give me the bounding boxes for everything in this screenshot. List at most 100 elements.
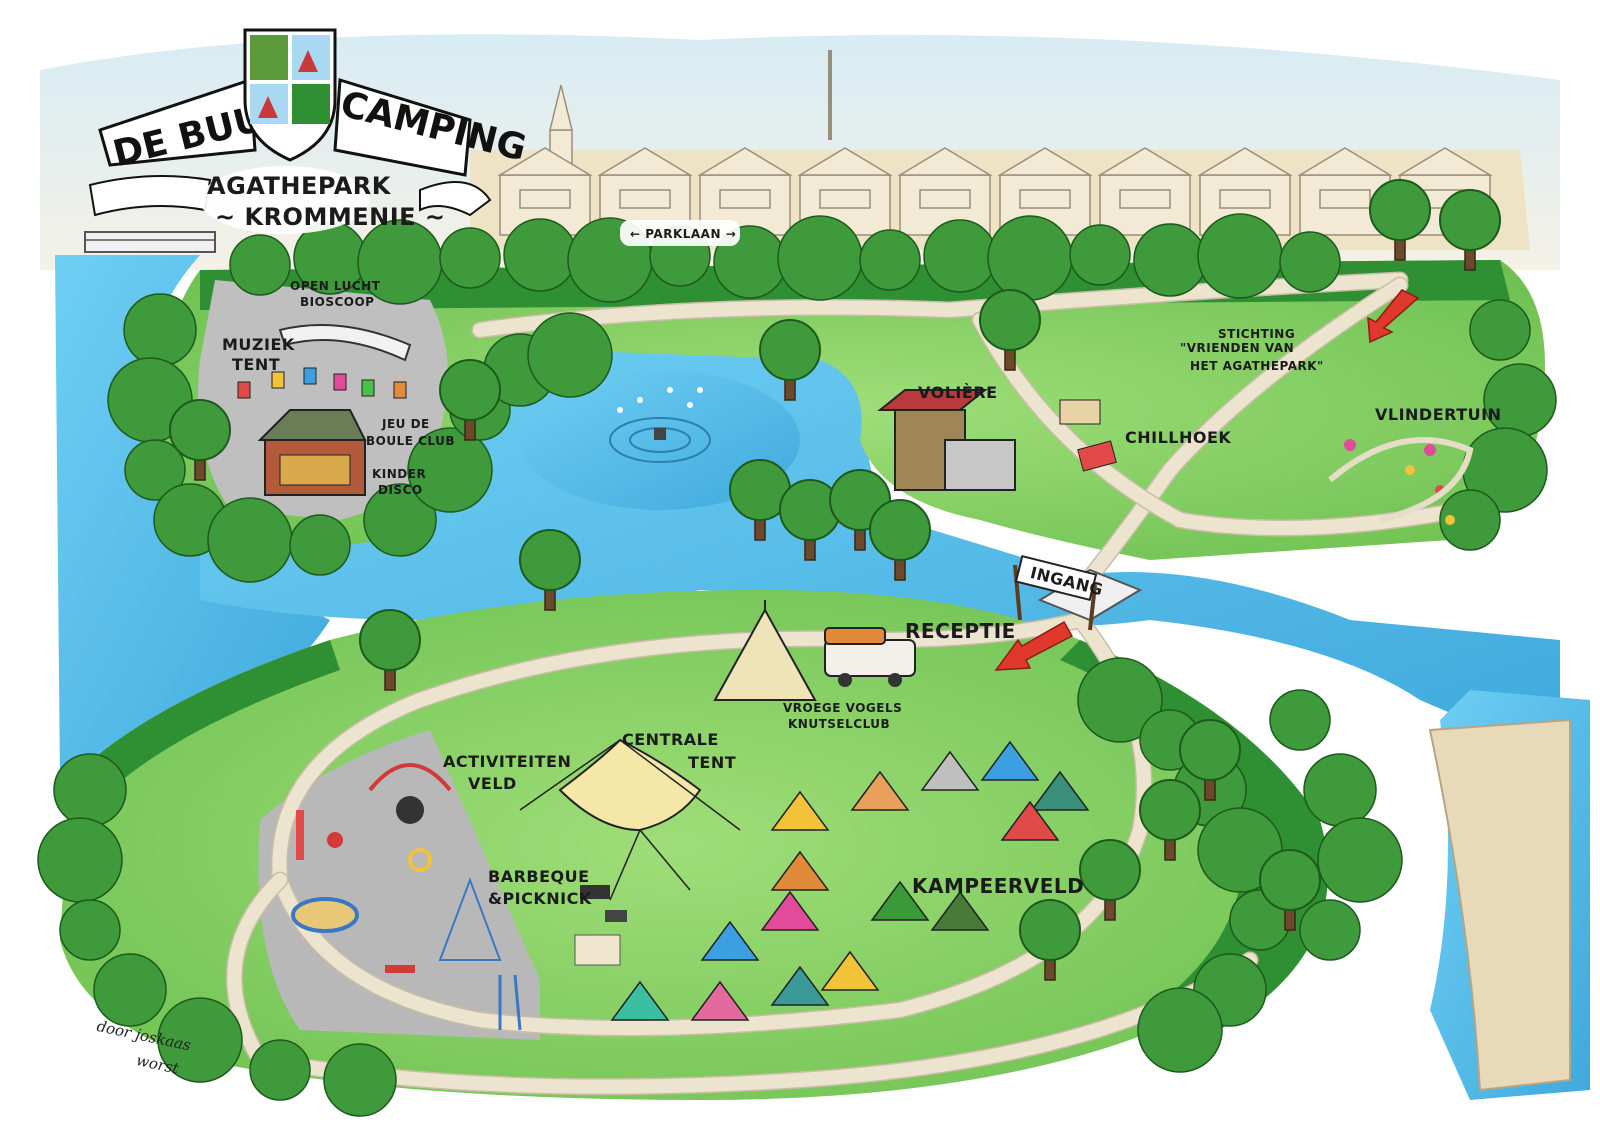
bush-icon [1137, 987, 1223, 1073]
vroege-vogels-label-line1: VROEGE VOGELS [783, 701, 902, 715]
music-tent-label-line1: MUZIEK [222, 335, 295, 354]
bush-icon [1483, 363, 1557, 437]
tent-icon [770, 850, 830, 891]
tent-icon [920, 750, 980, 791]
tent-icon [760, 890, 820, 931]
campervan-icon [824, 627, 916, 687]
arrow-north-entry [1367, 289, 1420, 344]
centrale-tent-label-line1: CENTRALE [622, 730, 719, 749]
tipi-icon [713, 600, 817, 701]
tree-icon [1369, 179, 1431, 261]
bush-icon [207, 497, 293, 583]
house-icon [497, 147, 593, 236]
arrow-reception [994, 620, 1074, 671]
bush-icon [93, 953, 167, 1027]
jeu-de-boule-label-line2: BOULE CLUB [366, 434, 455, 448]
street-label: ← PARKLAAN → [630, 227, 736, 241]
tree-icon [729, 459, 791, 541]
tree-icon [1439, 189, 1501, 271]
tent-icon [690, 980, 750, 1021]
activiteiten-label-line1: ACTIVITEITEN [443, 752, 571, 771]
tree-icon [979, 289, 1041, 371]
stichting-label-line1: STICHTING [1218, 327, 1295, 341]
bush-icon [249, 1039, 311, 1101]
bush-icon [229, 234, 291, 296]
cinema-label-line1: OPEN LUCHT [290, 279, 381, 293]
tent-icon [930, 890, 990, 931]
bush-icon [1303, 753, 1377, 827]
tent-icon [1000, 800, 1060, 841]
kampeerveld-label: KAMPEERVELD [912, 874, 1084, 898]
music-tent-building [257, 409, 367, 496]
bush-icon [59, 899, 121, 961]
tree-icon [1019, 899, 1081, 981]
tent-icon [610, 740, 1090, 1021]
bush-icon [1469, 299, 1531, 361]
sandbox [1059, 399, 1101, 425]
bush-icon [1279, 231, 1341, 293]
tree-icon [1179, 719, 1241, 801]
hedges [37, 213, 1557, 1117]
bush-icon [503, 218, 577, 292]
bush-icon [777, 215, 863, 301]
stichting-label-line2: "VRIENDEN VAN [1180, 341, 1294, 355]
bush-icon [527, 312, 613, 398]
bush-icon [1077, 657, 1163, 743]
central-tent [519, 738, 741, 901]
bush-icon [157, 997, 243, 1083]
aviary-building [877, 389, 1016, 491]
butterfly-icon [1328, 437, 1474, 525]
kinder-disco-label-line2: DISCO [378, 483, 423, 497]
bush-icon [123, 293, 197, 367]
tent-icon [870, 880, 930, 921]
tree-icon [519, 529, 581, 611]
tree-icon [1079, 839, 1141, 921]
vlindertuin-label: VLINDERTUIN [1375, 405, 1501, 424]
bush-icon [363, 483, 437, 557]
bush-icon [1317, 817, 1403, 903]
park-name-line1: AGATHEPARK [207, 172, 392, 200]
playground-equipment [291, 763, 522, 1031]
bush-icon [407, 427, 493, 513]
sand-shore [1428, 718, 1571, 1092]
tree-icon [359, 609, 421, 691]
deck-chairs [237, 367, 407, 399]
park-name-line2: ~ KROMMENIE ~ [215, 203, 445, 231]
tree-icon [1139, 779, 1201, 861]
bush-icon [1197, 213, 1283, 299]
bush-icon [1439, 489, 1501, 551]
chillhoek-label: CHILLHOEK [1125, 428, 1231, 447]
shield-crest-icon [243, 28, 337, 162]
tent-icon [1030, 770, 1090, 811]
bush-icon [859, 229, 921, 291]
north-bridge [84, 231, 216, 253]
centrale-tent-label-line2: TENT [688, 753, 736, 772]
activiteiten-label-line2: VELD [468, 774, 517, 793]
cinema-label-line2: BIOSCOOP [300, 295, 374, 309]
fountain-icon [609, 387, 711, 463]
street-label-bg [620, 220, 740, 246]
tent-icon [980, 740, 1040, 781]
barbeque-label-line1: BARBEQUE [488, 867, 590, 886]
stichting-label-line3: HET AGATHEPARK" [1190, 359, 1324, 373]
barbeque-label-line2: &PICKNICK [488, 889, 592, 908]
bush-icon [1133, 223, 1207, 297]
tree-icon [759, 319, 821, 401]
vroege-vogels-label-line2: KNUTSELCLUB [788, 717, 890, 731]
bush-icon [439, 227, 501, 289]
cinema-screen [278, 324, 412, 362]
bush-icon [289, 514, 351, 576]
picnic-blanket [1077, 440, 1117, 472]
park-name: AGATHEPARK ~ KROMMENIE ~ [200, 166, 445, 234]
entrance-sign [1013, 554, 1098, 631]
tree-icon [439, 359, 501, 441]
bush-icon [1269, 689, 1331, 751]
bush-icon [923, 219, 997, 293]
trees [169, 179, 1501, 981]
bush-icon [323, 1043, 397, 1117]
music-tent-label-line2: TENT [232, 355, 280, 374]
tree-icon [869, 499, 931, 581]
bush-icon [124, 439, 186, 501]
bush-icon [987, 215, 1073, 301]
